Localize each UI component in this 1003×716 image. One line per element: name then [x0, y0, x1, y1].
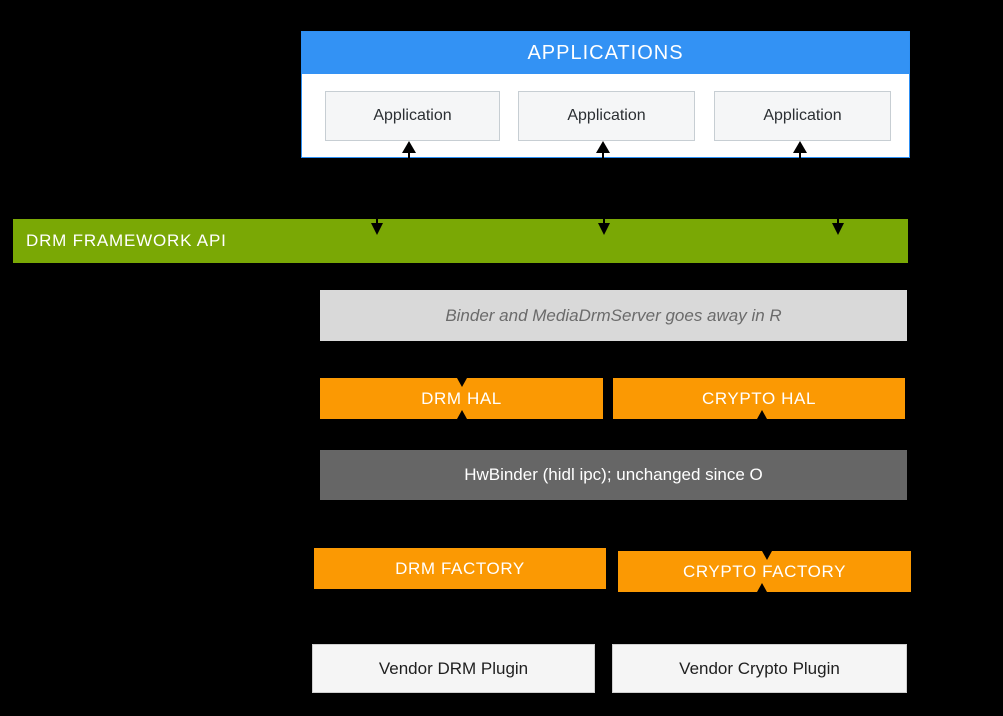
arrow-stem: [376, 219, 378, 224]
up-arrow-icon: [402, 141, 416, 153]
up-arrow-icon: [596, 141, 610, 153]
hwbinder-label: HwBinder (hidl ipc); unchanged since O: [464, 465, 763, 484]
down-arrow-icon: [832, 223, 844, 235]
down-arrow-icon: [762, 551, 772, 560]
up-arrow-icon: [793, 141, 807, 153]
binder-note-bar: Binder and MediaDrmServer goes away in R: [320, 290, 907, 341]
drm-factory-box: DRM FACTORY: [314, 548, 606, 589]
arrow-stem: [408, 152, 410, 158]
arrow-stem: [603, 219, 605, 224]
arrow-stem: [602, 152, 604, 158]
application-box: Application: [714, 91, 891, 141]
up-arrow-icon: [757, 583, 767, 592]
down-arrow-icon: [598, 223, 610, 235]
hwbinder-bar: HwBinder (hidl ipc); unchanged since O: [320, 450, 907, 500]
application-box: Application: [518, 91, 695, 141]
down-arrow-icon: [457, 378, 467, 387]
applications-container: APPLICATIONS Application Application App…: [301, 31, 910, 158]
drm-framework-api-bar: DRM FRAMEWORK API: [13, 219, 908, 263]
applications-header: APPLICATIONS: [302, 32, 909, 74]
binder-note-label: Binder and MediaDrmServer goes away in R: [445, 305, 782, 325]
application-box: Application: [325, 91, 500, 141]
arrow-stem: [799, 152, 801, 158]
vendor-crypto-plugin-box: Vendor Crypto Plugin: [612, 644, 907, 693]
arrow-stem: [837, 219, 839, 224]
vendor-drm-plugin-box: Vendor DRM Plugin: [312, 644, 595, 693]
up-arrow-icon: [757, 410, 767, 419]
drm-framework-api-label: DRM FRAMEWORK API: [26, 231, 227, 250]
down-arrow-icon: [371, 223, 383, 235]
up-arrow-icon: [457, 410, 467, 419]
